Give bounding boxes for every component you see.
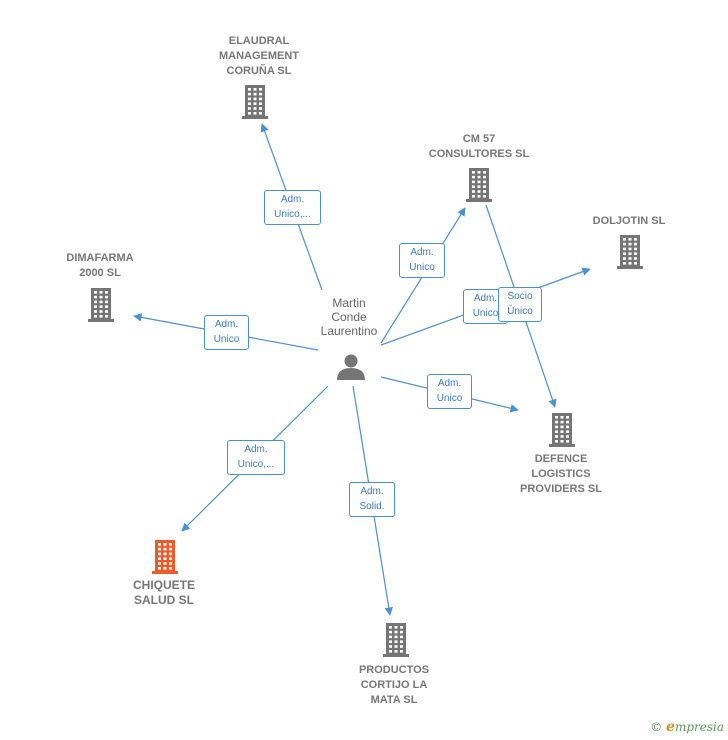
company-name-chiquete[interactable]: CHIQUETE SALUD SL: [132, 578, 195, 607]
building-icon-defence[interactable]: [549, 413, 575, 447]
company-name-cm57[interactable]: CM 57 CONSULTORES SL: [428, 133, 530, 160]
brand-name: mpresia: [674, 720, 724, 734]
building-icon-chiquete[interactable]: [152, 540, 178, 574]
company-name-elaudral[interactable]: ELAUDRAL MANAGEMENT CORUÑA SL: [218, 34, 300, 77]
relation-label-cm57-defence[interactable]: Socio Único: [498, 287, 542, 322]
company-name-productos[interactable]: PRODUCTOS CORTIJO LA MATA SL: [358, 663, 430, 706]
building-icon-cm57[interactable]: [466, 168, 492, 202]
brand-logo[interactable]: © empresia: [650, 719, 724, 735]
relation-label-person-productos[interactable]: Adm. Solid.: [349, 482, 395, 517]
relation-label-person-dimafarma[interactable]: Adm. Unico: [204, 315, 249, 350]
building-icon-elaudral[interactable]: [242, 85, 268, 119]
company-name-dimafarma[interactable]: DIMAFARMA 2000 SL: [66, 252, 134, 279]
person-icon[interactable]: [337, 354, 365, 381]
person-name[interactable]: Martin Conde Laurentino: [320, 296, 378, 338]
building-icon-dimafarma[interactable]: [88, 288, 114, 322]
company-name-doljotin[interactable]: DOLJOTIN SL: [592, 214, 666, 227]
building-icon-doljotin[interactable]: [617, 235, 643, 269]
relation-label-person-elaudral[interactable]: Adm. Unico,...: [264, 190, 321, 225]
building-icon-productos[interactable]: [383, 623, 409, 657]
relation-label-person-cm57[interactable]: Adm. Unico: [399, 243, 445, 278]
brand-initial: e: [666, 719, 675, 735]
relation-label-person-defence[interactable]: Adm. Unico: [427, 374, 472, 409]
relation-label-person-chiquete[interactable]: Adm. Unico,...: [227, 440, 285, 475]
company-name-defence[interactable]: DEFENCE LOGISTICS PROVIDERS SL: [520, 452, 602, 495]
copyright-symbol: ©: [650, 720, 663, 734]
